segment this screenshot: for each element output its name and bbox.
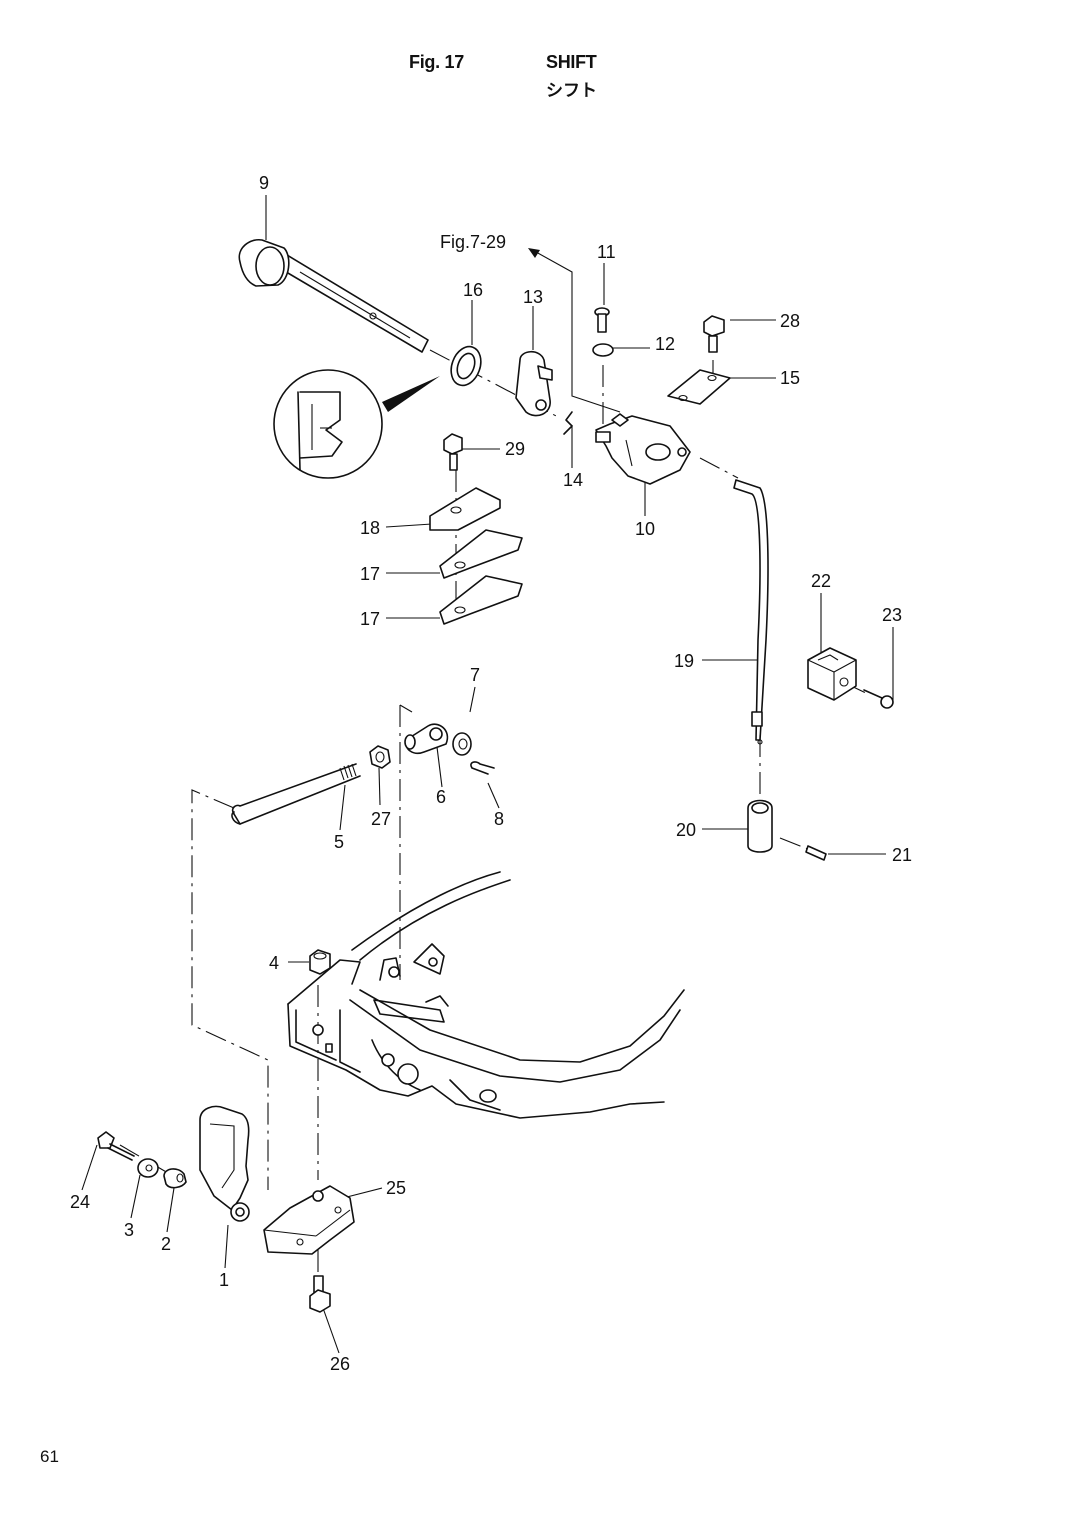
part-1-lever <box>199 1105 250 1222</box>
part-23-screw <box>863 689 894 709</box>
part-14-clip <box>563 411 573 435</box>
part-5-rod <box>231 763 361 825</box>
part-8-clip <box>470 761 495 775</box>
callout-labels: 9 11 16 13 28 12 15 29 14 10 18 17 17 22… <box>70 173 912 1374</box>
callout-25: 25 <box>386 1178 406 1198</box>
callout-24: 24 <box>70 1192 90 1212</box>
reference-fig-7-29: Fig.7-29 <box>440 232 506 252</box>
callout-7: 7 <box>470 665 480 685</box>
part-3-washer <box>137 1158 159 1178</box>
part-28-bolt <box>703 315 725 353</box>
callout-6: 6 <box>436 787 446 807</box>
figure-title-en: SHIFT <box>546 52 597 72</box>
page-number: 61 <box>40 1447 59 1466</box>
callout-18: 18 <box>360 518 380 538</box>
part-17-plate-a <box>439 529 523 579</box>
figure-label: Fig. 17 <box>409 52 464 72</box>
part-19-rod <box>733 479 769 745</box>
callout-17a: 17 <box>360 564 380 584</box>
callout-23: 23 <box>882 605 902 625</box>
reference-arrowhead <box>528 248 540 258</box>
part-13-lever <box>515 350 553 417</box>
callout-12: 12 <box>655 334 675 354</box>
part-6-joint <box>404 723 449 755</box>
part-25-block <box>263 1185 355 1255</box>
part-18-plate <box>429 487 501 531</box>
callout-20: 20 <box>676 820 696 840</box>
part-15-plate <box>667 369 731 405</box>
callout-4: 4 <box>269 953 279 973</box>
figure-title-jp: シフト <box>546 81 597 101</box>
callout-5: 5 <box>334 832 344 852</box>
mounting-bracket-assembly <box>287 871 685 1119</box>
part-10-bracket <box>595 413 691 485</box>
callout-28: 28 <box>780 311 800 331</box>
part-21-pin <box>805 845 827 861</box>
callout-3: 3 <box>124 1220 134 1240</box>
callout-29: 29 <box>505 439 525 459</box>
callout-13: 13 <box>523 287 543 307</box>
part-16-seal <box>450 345 482 387</box>
part-27-nut <box>369 745 391 769</box>
callout-8: 8 <box>494 809 504 829</box>
part-24-bolt <box>97 1131 135 1161</box>
part-2-collar <box>163 1168 187 1189</box>
part-9-shift-shaft <box>238 238 429 353</box>
part-22-block <box>807 647 857 701</box>
part-12-washer <box>592 343 614 357</box>
callout-10: 10 <box>635 519 655 539</box>
callout-9: 9 <box>259 173 269 193</box>
callout-27: 27 <box>371 809 391 829</box>
part-4-nut <box>309 949 331 975</box>
callout-16: 16 <box>463 280 483 300</box>
part-20-connector <box>747 799 773 853</box>
part-26-bolt <box>309 1275 331 1313</box>
callout-15: 15 <box>780 368 800 388</box>
callout-26: 26 <box>330 1354 350 1374</box>
callout-17b: 17 <box>360 609 380 629</box>
part-29-bolt <box>443 433 463 471</box>
detail-view <box>273 369 440 479</box>
callout-1: 1 <box>219 1270 229 1290</box>
callout-2: 2 <box>161 1234 171 1254</box>
callout-14: 14 <box>563 470 583 490</box>
callout-11: 11 <box>597 242 616 262</box>
callout-19: 19 <box>674 651 694 671</box>
callout-22: 22 <box>811 571 831 591</box>
part-17-plate-b <box>439 575 523 625</box>
callout-21: 21 <box>892 845 912 865</box>
part-11-screw <box>594 307 610 333</box>
part-7-washer <box>452 732 472 756</box>
